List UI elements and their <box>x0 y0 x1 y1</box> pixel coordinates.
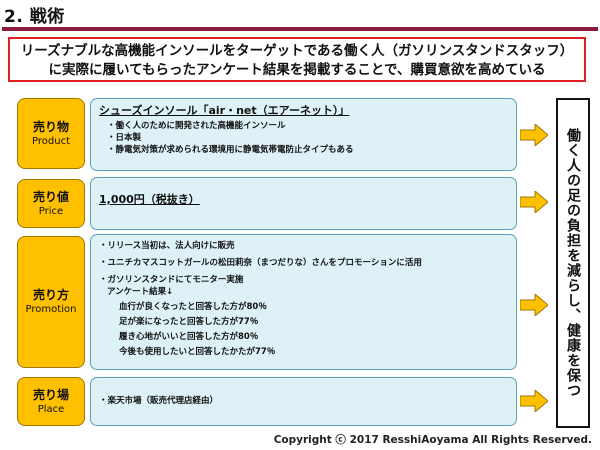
place-label-jp: 売り場 <box>32 387 69 402</box>
conclusion-text: 働く人の足の負担を減らし、健康を保つ <box>565 128 581 398</box>
headline-line-1: リーズナブルな高機能インソールをターゲットである働く人（ガソリンスタンドスタッフ… <box>20 43 574 59</box>
price-label-jp: 売り値 <box>32 189 69 204</box>
place-arrow-icon <box>520 390 548 412</box>
product-bullet: ・静電気対策が求められる環境用に静電気帯電防止タイプもある <box>107 145 354 155</box>
product-heading: シューズインソール「air・net（エアーネット）」 <box>99 104 350 117</box>
product-arrow-icon <box>520 124 548 146</box>
survey-result: 今後も使用したいと回答したかたが77％ <box>119 347 276 357</box>
price-label: 売り値 Price <box>17 179 85 228</box>
product-label: 売り物 Product <box>17 98 85 169</box>
headline-box: リーズナブルな高機能インソールをターゲットである働く人（ガソリンスタンドスタッフ… <box>8 37 586 82</box>
place-content: ・楽天市場（販売代理店経由） <box>90 377 517 426</box>
product-label-en: Product <box>32 135 70 147</box>
product-content: シューズインソール「air・net（エアーネット）」 ・働く人のために開発された… <box>90 98 517 171</box>
survey-result: 血行が良くなったと回答した方が80％ <box>119 302 267 312</box>
slide-title: 2. 戦術 <box>4 7 65 27</box>
place-label-en: Place <box>37 403 65 415</box>
promotion-line: ・ガソリンスタンドにてモニター実施 <box>99 275 244 285</box>
price-text: 1,000円（税抜き） <box>99 193 200 206</box>
product-bullet: ・働く人のために開発された高機能インソール <box>107 121 286 131</box>
headline-line-2: に実際に履いてもらったアンケート結果を掲載することで、購買意欲を高めている <box>48 62 546 78</box>
promotion-line: ・ユニチカマスコットガールの松田莉奈（まつだりな）さんをプロモーションに活用 <box>99 258 422 268</box>
place-label: 売り場 Place <box>17 377 85 426</box>
title-underline <box>2 27 598 31</box>
promotion-label-jp: 売り方 <box>32 288 69 302</box>
product-label-jp: 売り物 <box>32 119 69 134</box>
product-bullet: ・日本製 <box>107 133 142 143</box>
promotion-label-en: Promotion <box>25 304 77 315</box>
copyright: Copyright ⓒ 2017 ResshiAoyama All Rights… <box>273 434 592 446</box>
price-label-en: Price <box>38 205 64 217</box>
promotion-arrow-icon <box>520 294 548 316</box>
survey-result: 足が楽になったと回答した方が77％ <box>119 317 259 327</box>
conclusion-box: 働く人の足の負担を減らし、健康を保つ <box>556 98 590 428</box>
promotion-line: ・リリース当初は、法人向けに販売 <box>99 241 235 251</box>
place-text: ・楽天市場（販売代理店経由） <box>99 396 219 406</box>
price-arrow-icon <box>520 191 548 213</box>
price-content: 1,000円（税抜き） <box>90 177 517 230</box>
promotion-label: 売り方 Promotion <box>17 236 85 368</box>
survey-result: 履き心地がいいと回答した方が80％ <box>119 332 259 342</box>
survey-title: アンケート結果↓ <box>107 287 174 297</box>
promotion-content: ・リリース当初は、法人向けに販売 ・ユニチカマスコットガールの松田莉奈（まつだり… <box>90 234 517 370</box>
